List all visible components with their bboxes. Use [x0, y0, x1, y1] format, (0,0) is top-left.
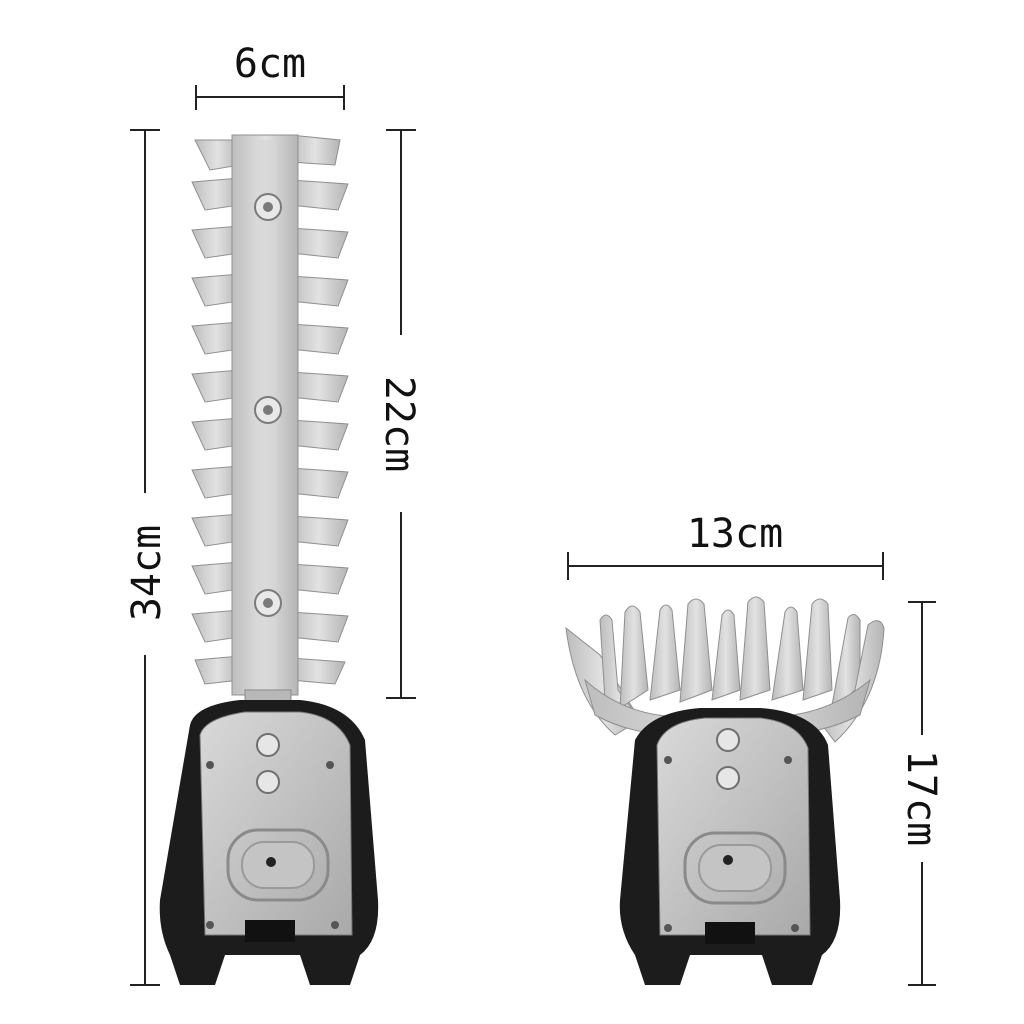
grass-blade-housing — [619, 708, 841, 985]
grass-height-label: 17cm — [898, 750, 944, 846]
hedge-total-length-label: 34cm — [124, 525, 170, 621]
hedge-trimmer-blade — [159, 134, 379, 985]
grass-width-dimension — [567, 552, 884, 580]
hedge-blade-housing — [159, 700, 379, 985]
hedge-blade-rivets — [254, 193, 282, 617]
hedge-width-dimension — [195, 85, 345, 110]
grass-height-dimension — [908, 601, 936, 986]
hedge-width-label: 6cm — [234, 41, 306, 87]
hedge-blade-teeth-left — [191, 139, 241, 685]
grass-shear-blade — [565, 596, 885, 985]
hedge-blade-length-dimension — [386, 129, 416, 699]
hedge-blade-length-label: 22cm — [376, 376, 422, 472]
hedge-blade-teeth-right — [289, 134, 349, 685]
hedge-total-length-dimension — [130, 129, 160, 986]
grass-width-label: 13cm — [687, 511, 783, 557]
